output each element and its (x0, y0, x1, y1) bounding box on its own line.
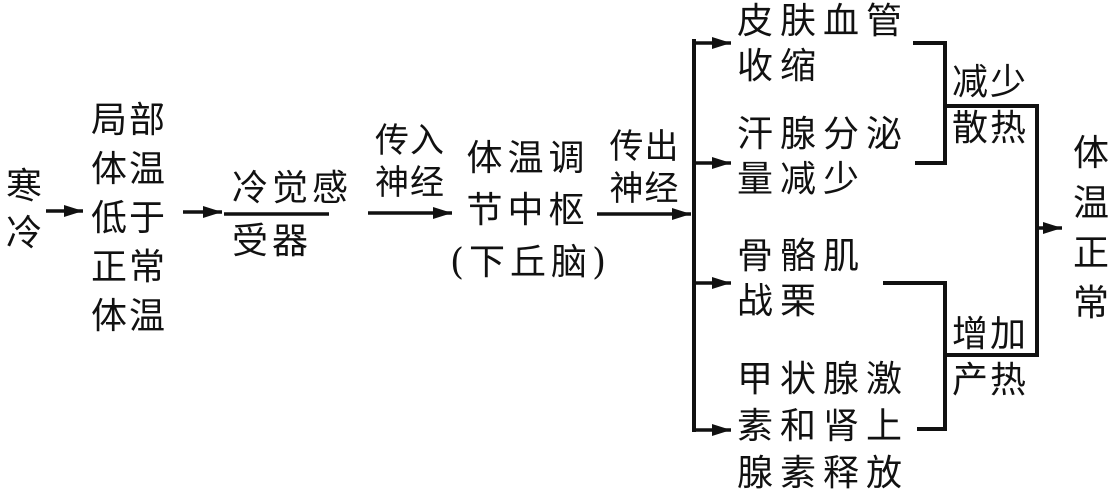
label-afferent-nerve-line: 神经 (375, 163, 445, 203)
node-skin-vessels-line: 皮肤血管 (737, 1, 910, 42)
label-increase-heat-production: 增加 产热 (952, 312, 1028, 404)
label-afferent-nerve-line: 传入 (375, 121, 445, 161)
node-normal-temp-line: 体 (1072, 133, 1109, 174)
node-hormone-release-line: 素和肾上 (737, 406, 910, 447)
node-regulation-center-line: (下丘脑) (450, 242, 612, 283)
node-local-temp-line: 低于 (90, 198, 167, 239)
node-skin-vessels-constrict: 皮肤血管 收缩 (737, 0, 909, 89)
node-regulation-center-line: 节中枢 (466, 190, 590, 231)
label-efferent-nerve: 传出 神经 (597, 126, 692, 210)
label-afferent-nerve: 传入 神经 (368, 120, 452, 204)
node-normal-temp-line: 常 (1072, 283, 1109, 324)
label-increase-heat-production-line: 增加 (952, 314, 1029, 355)
node-hormone-release: 甲状腺激 素和肾上 腺素释放 (737, 356, 909, 497)
node-skeletal-muscle-line: 骨骼肌 (737, 236, 867, 277)
node-regulation-center: 体温调 节中枢 (下丘脑) (450, 133, 606, 289)
label-reduce-heat-loss-line: 减少 (952, 62, 1029, 103)
node-normal-temp: 体 温 正 常 (1066, 129, 1116, 329)
node-regulation-center-line: 体温调 (466, 138, 590, 179)
label-efferent-nerve-line: 神经 (609, 169, 680, 209)
node-cold-receptor-top: 冷觉感 (232, 168, 353, 209)
node-cold-receptor-bottom: 受器 (232, 221, 313, 262)
node-sweat-secretion-line: 量减少 (737, 159, 867, 200)
node-skeletal-muscle-line: 战栗 (737, 281, 824, 322)
label-reduce-heat-loss: 减少 散热 (952, 60, 1028, 152)
bracket-heat-loss (913, 41, 947, 165)
node-local-temp-line: 正常 (90, 247, 167, 288)
node-cold-receptor: 冷觉感 受器 (224, 166, 360, 262)
node-hormone-release-line: 腺素释放 (737, 453, 910, 494)
node-sweat-secretion-decrease: 汗腺分泌 量减少 (737, 112, 909, 202)
node-cold-stimulus: 寒 冷 (3, 163, 45, 257)
node-normal-temp-line: 正 (1072, 233, 1109, 274)
node-hormone-release-line: 甲状腺激 (737, 359, 910, 400)
label-reduce-heat-loss-line: 散热 (952, 108, 1029, 149)
node-local-temp-line: 局部 (90, 100, 167, 141)
node-cold-line: 冷 (5, 213, 42, 254)
node-skeletal-muscle-shiver: 骨骼肌 战栗 (737, 234, 866, 324)
node-local-temp-below-normal: 局部 体温 低于 正常 体温 (89, 96, 169, 341)
node-local-temp-line: 体温 (90, 149, 167, 190)
label-increase-heat-production-line: 产热 (952, 360, 1029, 401)
node-cold-line: 寒 (5, 166, 42, 207)
node-skin-vessels-line: 收缩 (737, 46, 824, 87)
label-efferent-nerve-line: 传出 (609, 127, 680, 167)
node-local-temp-line: 体温 (90, 296, 167, 337)
node-sweat-secretion-line: 汗腺分泌 (737, 114, 910, 155)
node-normal-temp-line: 温 (1072, 183, 1109, 224)
